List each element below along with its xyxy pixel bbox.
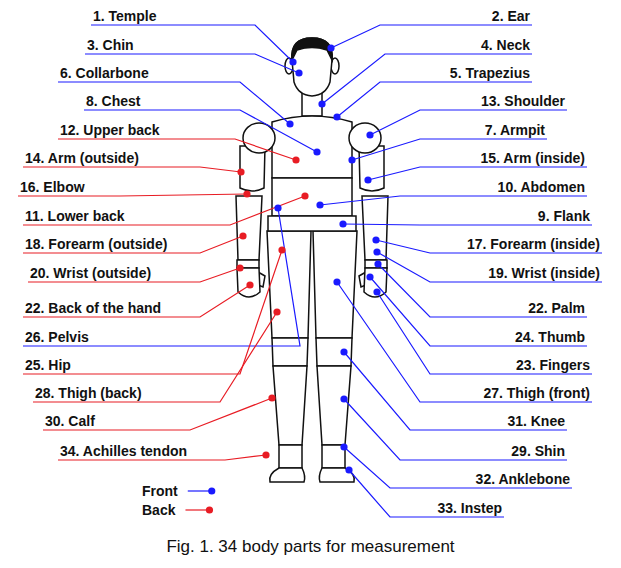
legend-text: Back — [142, 502, 175, 518]
leader-line — [337, 282, 592, 402]
measure-point — [340, 443, 347, 450]
leader-line — [377, 252, 602, 282]
measure-point — [243, 190, 250, 197]
leader-line — [23, 285, 250, 317]
part-label: 22. Back of the hand — [25, 300, 161, 316]
part-label: 14. Arm (outside) — [25, 150, 139, 166]
measure-point — [372, 236, 379, 243]
part-label: 20. Wrist (outside) — [30, 265, 151, 281]
measure-point — [278, 246, 285, 253]
measure-point — [316, 201, 323, 208]
measure-point — [373, 248, 380, 255]
abdomen — [272, 178, 352, 216]
leader-line — [23, 167, 241, 172]
chest — [272, 116, 352, 178]
measure-point — [345, 466, 352, 473]
measure-point — [286, 120, 293, 127]
legend-line — [188, 490, 210, 491]
legend-swatch — [206, 506, 213, 513]
part-label: 25. Hip — [25, 357, 71, 373]
measure-point — [274, 204, 281, 211]
part-label: 15. Arm (inside) — [480, 150, 585, 166]
leader-line — [23, 236, 243, 253]
part-label: 6. Collarbone — [60, 65, 149, 81]
part-label: 24. Thumb — [515, 329, 585, 345]
measure-point — [366, 273, 373, 280]
measure-point — [289, 58, 296, 65]
leader-line — [343, 224, 592, 225]
part-label: 7. Armpit — [485, 122, 545, 138]
part-label: 19. Wrist (inside) — [488, 265, 600, 281]
measure-point — [327, 44, 334, 51]
part-label: 29. Shin — [511, 443, 565, 459]
part-label: 11. Lower back — [25, 208, 125, 224]
part-label: 2. Ear — [492, 8, 530, 24]
part-label: 17. Forearm (inside) — [467, 236, 600, 252]
part-label: 23. Fingers — [516, 357, 590, 373]
part-label: 34. Achilles tendon — [60, 443, 187, 459]
measure-point — [273, 308, 280, 315]
measure-point — [340, 395, 347, 402]
measure-point — [374, 260, 381, 267]
measure-point — [268, 394, 275, 401]
measure-point — [295, 69, 302, 76]
head — [292, 38, 332, 96]
part-label: 26. Pelvis — [25, 329, 89, 345]
measure-point — [313, 148, 320, 155]
leader-line — [377, 292, 592, 374]
measure-point — [333, 278, 340, 285]
part-label: 16. Elbow — [20, 179, 85, 195]
leader-line — [320, 196, 587, 205]
leader-line — [23, 196, 305, 225]
measure-point — [366, 131, 373, 138]
leader-line — [370, 277, 587, 346]
part-label: 31. Knee — [507, 413, 565, 429]
part-label: 18. Forearm (outside) — [25, 236, 167, 252]
part-label: 10. Abdomen — [498, 179, 585, 195]
measure-point — [262, 451, 269, 458]
part-label: 5. Trapezius — [450, 65, 530, 81]
leader-line — [344, 399, 567, 460]
figure-caption: Fig. 1. 34 body parts for measurement — [0, 537, 621, 557]
measure-point — [318, 100, 325, 107]
leader-line — [43, 398, 272, 430]
measure-point — [292, 156, 299, 163]
hair — [292, 38, 332, 60]
legend-line — [185, 509, 207, 510]
measure-point — [373, 288, 380, 295]
part-label: 22. Palm — [528, 300, 585, 316]
measure-point — [239, 232, 246, 239]
measure-point — [364, 176, 371, 183]
part-label: 1. Temple — [93, 8, 157, 24]
part-label: 30. Calf — [45, 413, 95, 429]
part-label: 8. Chest — [86, 93, 140, 109]
measure-point — [333, 113, 340, 120]
right-half — [313, 58, 388, 482]
measure-point — [236, 264, 243, 271]
measure-point — [340, 348, 347, 355]
measure-point — [301, 192, 308, 199]
part-label: 9. Flank — [538, 208, 590, 224]
legend-swatch — [208, 487, 215, 494]
legend-text: Front — [142, 483, 178, 499]
leader-line — [23, 208, 300, 346]
measure-point — [237, 168, 244, 175]
measure-point — [246, 281, 253, 288]
left-half — [236, 58, 311, 482]
part-label: 4. Neck — [481, 37, 530, 53]
part-label: 13. Shoulder — [481, 93, 565, 109]
part-label: 33. Instep — [437, 500, 502, 516]
part-label: 12. Upper back — [60, 122, 160, 138]
measure-point — [339, 220, 346, 227]
leader-line — [23, 250, 282, 374]
measure-point — [348, 156, 355, 163]
part-label: 28. Thigh (back) — [35, 385, 142, 401]
part-label: 32. Anklebone — [476, 471, 570, 487]
part-label: 3. Chin — [87, 37, 134, 53]
leader-line — [368, 167, 587, 180]
part-label: 27. Thigh (front) — [483, 385, 590, 401]
